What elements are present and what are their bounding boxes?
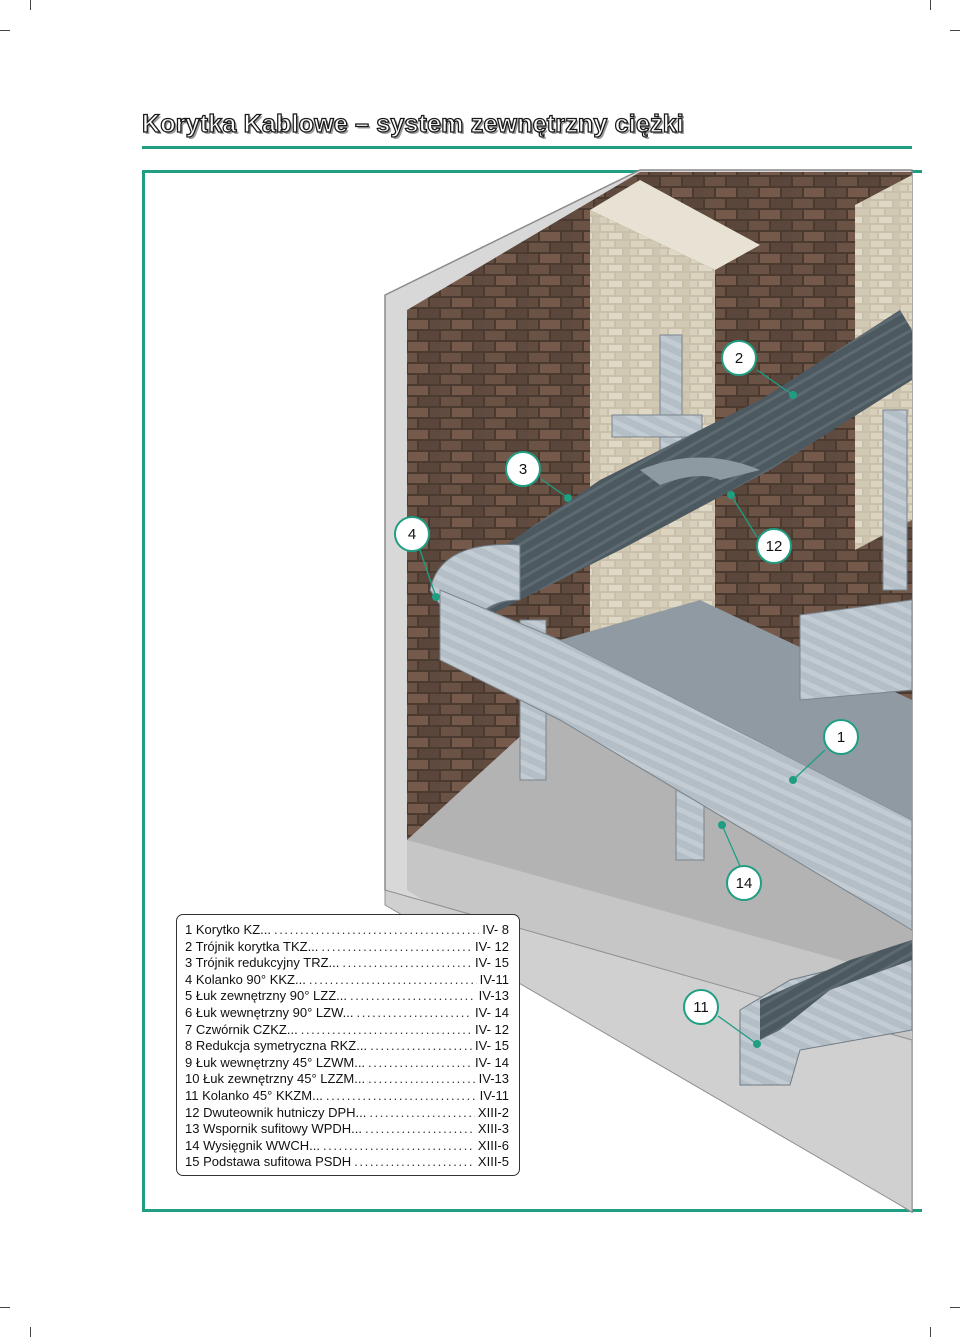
callout-1: 1 [823, 719, 859, 755]
callout-4: 4 [394, 516, 430, 552]
legend-leader-dots [350, 988, 476, 1003]
legend-page: IV-11 [479, 1087, 509, 1103]
legend-page: IV- 12 [475, 938, 509, 954]
crop-mark [950, 1307, 960, 1308]
legend-name: 11 Kolanko 45° KKZM... [185, 1087, 323, 1103]
legend-name: 13 Wspornik sufitowy WPDH... [185, 1121, 362, 1137]
legend-row: 13 Wspornik sufitowy WPDH... XIII-3 [185, 1121, 509, 1138]
legend-row: 14 Wysięgnik WWCH... XIII-6 [185, 1138, 509, 1155]
callout-11: 11 [683, 989, 719, 1025]
legend-row: 6 Łuk wewnętrzny 90° LZW... IV- 14 [185, 1005, 509, 1022]
legend-name: 3 Trójnik redukcyjny TRZ... [185, 955, 340, 971]
legend-row: 9 Łuk wewnętrzny 45° LZWM... IV- 14 [185, 1055, 509, 1072]
legend-leader-dots [309, 972, 477, 987]
legend-page: XIII-5 [477, 1154, 509, 1170]
legend-page: IV- 15 [475, 1038, 509, 1054]
legend-name: 2 Trójnik korytka TKZ... [185, 938, 319, 954]
legend-name: 15 Podstawa sufitowa PSDH [185, 1154, 352, 1170]
callout-2: 2 [721, 340, 757, 376]
legend-row: 5 Łuk zewnętrzny 90° LZZ... IV-13 [185, 988, 509, 1005]
legend-leader-dots [342, 955, 472, 970]
legend-leader-dots [368, 1055, 472, 1070]
crop-mark [0, 30, 10, 31]
legend-row: 11 Kolanko 45° KKZM... IV-11 [185, 1088, 509, 1105]
callout-3: 3 [505, 451, 541, 487]
legend-page: IV- 8 [482, 922, 509, 937]
legend-row: 2 Trójnik korytka TKZ... IV- 12 [185, 939, 509, 956]
legend-page: IV-11 [479, 971, 509, 987]
callout-14: 14 [726, 865, 762, 901]
legend-name: 5 Łuk zewnętrzny 90° LZZ... [185, 988, 347, 1004]
legend-page: IV- 14 [475, 1054, 509, 1070]
legend-row: 3 Trójnik redukcyjny TRZ... IV- 15 [185, 955, 509, 972]
legend-leader-dots [354, 1154, 475, 1169]
legend-name: 1 Korytko KZ... [185, 922, 271, 937]
legend-page: XIII-3 [477, 1121, 509, 1137]
legend-row: 4 Kolanko 90° KKZ... IV-11 [185, 972, 509, 989]
legend-leader-dots [323, 1138, 475, 1153]
legend-row: 7 Czwórnik CZKZ... IV- 12 [185, 1022, 509, 1039]
parts-legend: 1 Korytko KZ... IV- 8 2 Trójnik korytka T… [176, 914, 520, 1176]
legend-name: 9 Łuk wewnętrzny 45° LZWM... [185, 1054, 366, 1070]
legend-leader-dots [321, 939, 472, 954]
legend-row: 1 Korytko KZ... IV- 8 [185, 922, 509, 939]
legend-name: 6 Łuk wewnętrzny 90° LZW... [185, 1004, 354, 1020]
legend-name: 14 Wysięgnik WWCH... [185, 1137, 320, 1153]
legend-leader-dots [301, 1022, 472, 1037]
legend-page: IV- 12 [475, 1021, 509, 1037]
legend-leader-dots [326, 1088, 477, 1103]
crop-mark [930, 1327, 931, 1337]
legend-leader-dots [365, 1121, 475, 1136]
crop-mark [0, 1307, 10, 1308]
title-underline [142, 146, 912, 149]
legend-name: 7 Czwórnik CZKZ... [185, 1021, 298, 1037]
legend-leader-dots [369, 1105, 475, 1120]
legend-name: 4 Kolanko 90° KKZ... [185, 971, 306, 987]
legend-page: IV-13 [478, 1071, 509, 1087]
legend-page: IV- 15 [475, 955, 509, 971]
legend-name: 10 Łuk zewnętrzny 45° LZZM... [185, 1071, 366, 1087]
legend-page: IV- 14 [475, 1004, 509, 1020]
legend-row: 12 Dwuteownik hutniczy DPH... XIII-2 [185, 1105, 509, 1122]
legend-page: XIII-6 [477, 1137, 509, 1153]
illustration-frame [142, 170, 922, 1212]
crop-mark [930, 0, 931, 10]
legend-page: IV-13 [478, 988, 509, 1004]
legend-row: 8 Redukcja symetryczna RKZ... IV- 15 [185, 1038, 509, 1055]
legend-leader-dots [368, 1071, 476, 1086]
legend-leader-dots [357, 1005, 473, 1020]
crop-mark [30, 1327, 31, 1337]
legend-row: 15 Podstawa sufitowa PSDH XIII-5 [185, 1154, 509, 1171]
legend-leader-dots [274, 922, 479, 937]
legend-name: 12 Dwuteownik hutniczy DPH... [185, 1104, 367, 1120]
legend-page: XIII-2 [477, 1104, 509, 1120]
legend-leader-dots [370, 1038, 472, 1053]
legend-name: 8 Redukcja symetryczna RKZ... [185, 1038, 368, 1054]
legend-row: 10 Łuk zewnętrzny 45° LZZM... IV-13 [185, 1071, 509, 1088]
crop-mark [950, 30, 960, 31]
crop-mark [30, 0, 31, 10]
page-title: Korytka Kablowe – system zewnętrzny cięż… [141, 109, 684, 138]
callout-12: 12 [756, 528, 792, 564]
